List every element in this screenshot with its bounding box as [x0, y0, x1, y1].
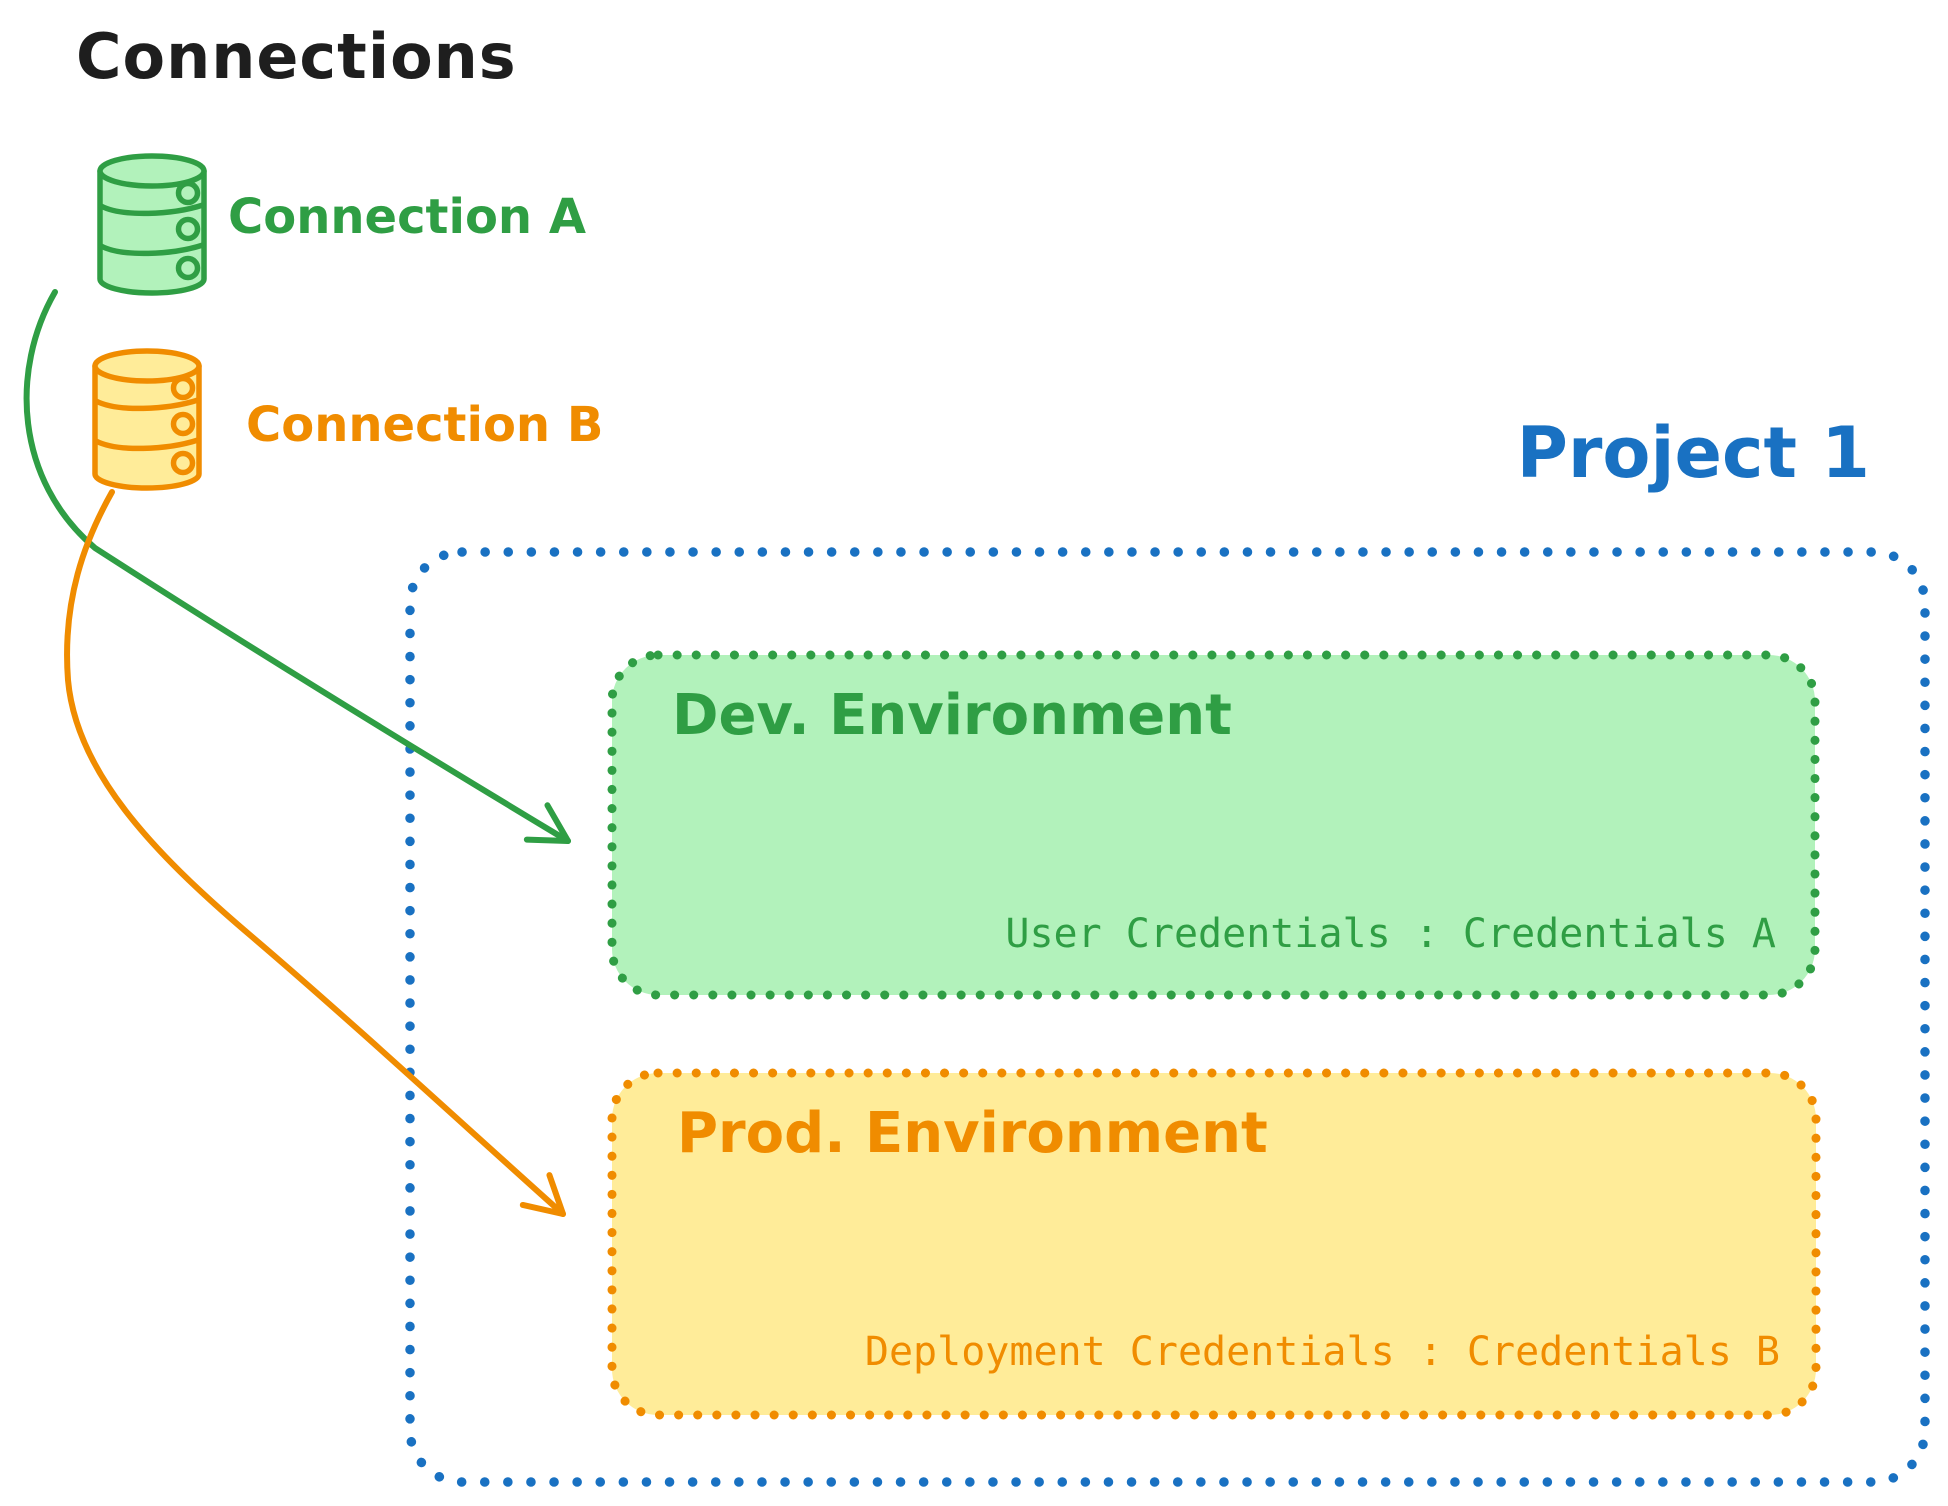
prod-environment-box [607, 1068, 1821, 1420]
connection-b-to-prod-arrow [64, 489, 566, 1217]
connection-b-label: Connection B [246, 397, 604, 453]
dev-environment-title: Dev. Environment [672, 683, 1232, 748]
project-title: Project 1 [1516, 412, 1870, 494]
dev-environment-box [607, 650, 1820, 1000]
connection-a-database-icon [97, 153, 207, 296]
connection-b-database-icon [92, 348, 202, 491]
connection-a-label: Connection A [228, 189, 586, 245]
prod-environment-credentials: Deployment Credentials : Credentials B [864, 1329, 1780, 1375]
connections-title: Connections [76, 20, 517, 93]
dev-environment-credentials: User Credentials : Credentials A [1005, 911, 1776, 957]
connection-a-to-dev-arrow [23, 289, 571, 844]
prod-environment-title: Prod. Environment [677, 1101, 1268, 1166]
